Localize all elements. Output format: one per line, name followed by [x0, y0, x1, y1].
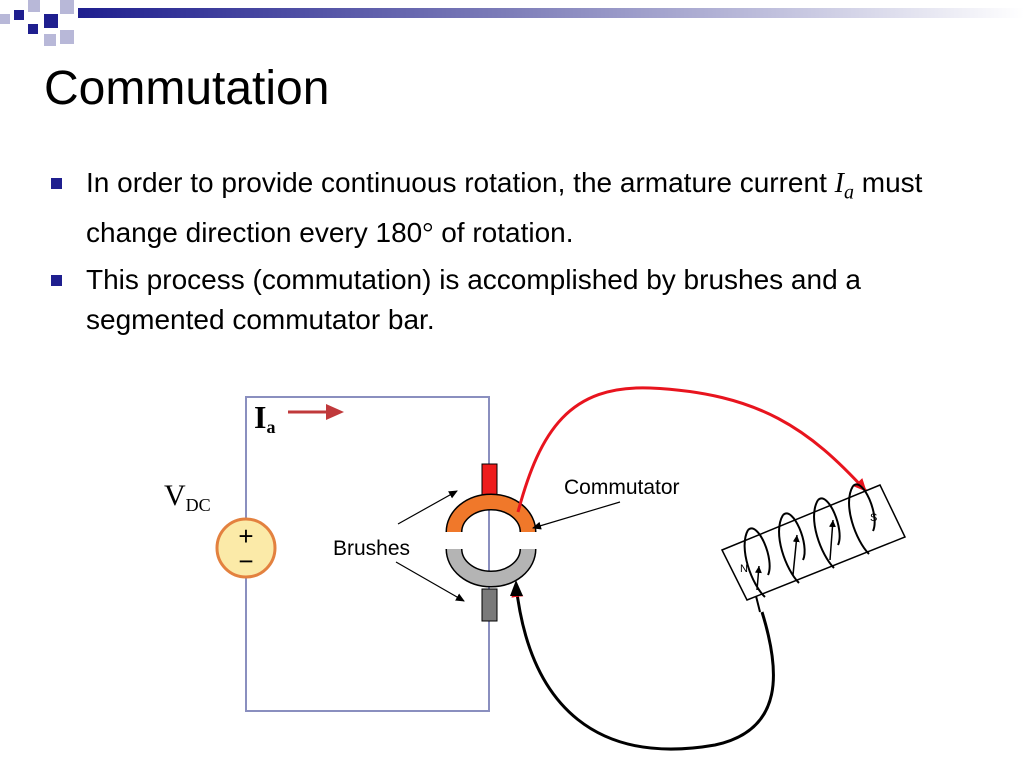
bullet-item: This process (commutation) is accomplish…	[48, 260, 978, 340]
bullet-list: In order to provide continuous rotation,…	[48, 163, 978, 346]
pole-north-label: N	[740, 563, 748, 575]
coil-current-arrow	[792, 534, 800, 576]
brush-bottom	[481, 588, 498, 622]
coil-turn	[817, 497, 841, 546]
header-decoration	[0, 0, 1024, 46]
header-square	[60, 30, 74, 44]
coil-turn	[743, 529, 766, 598]
header-square	[28, 0, 40, 12]
bullet-square-icon	[51, 274, 62, 286]
bullet-text: must change direction every 180	[86, 167, 923, 248]
bullet-item: In order to provide continuous rotation,…	[48, 163, 978, 254]
header-square	[14, 10, 24, 20]
source-plus-sign: +	[238, 521, 253, 551]
current-label: Ia	[254, 399, 275, 437]
coil-turn	[852, 483, 876, 532]
black-lead-wire	[511, 584, 775, 751]
brushes-label: Brushes	[333, 537, 410, 560]
bullet-text: This process (commutation) is accomplish…	[86, 263, 862, 335]
coil-turn	[778, 514, 800, 584]
commutator-pointer	[532, 501, 621, 530]
coil-turn	[848, 485, 870, 555]
header-square	[0, 14, 10, 24]
voltage-source-icon	[215, 517, 277, 579]
header-square	[28, 24, 38, 34]
header-square	[44, 34, 56, 46]
coil-lead-out	[755, 595, 761, 613]
degree-symbol: °	[422, 217, 434, 249]
armature-bar	[720, 484, 907, 601]
bullet-square-icon	[51, 178, 62, 189]
current-direction-arrow	[288, 404, 344, 420]
header-square	[60, 0, 74, 14]
coil-turn	[813, 499, 835, 569]
header-square	[44, 14, 58, 28]
armature-current-variable: Ia	[834, 168, 854, 204]
brush-top	[481, 463, 498, 496]
coil-current-arrow	[828, 519, 836, 561]
header-gradient-band	[78, 8, 1024, 18]
commutator-label: Commutator	[564, 476, 680, 499]
slide-title: Commutation	[44, 62, 330, 115]
voltage-source-label: VDC	[164, 479, 211, 515]
bullet-text: In order to provide continuous rotation,…	[86, 167, 835, 198]
bullet-text: of rotation.	[433, 216, 574, 248]
coil-current-arrow	[754, 565, 762, 591]
red-lead-wire	[516, 386, 868, 513]
brushes-pointer-top	[397, 490, 458, 525]
coil-turn	[782, 512, 806, 561]
armature-coil: S N	[720, 483, 907, 613]
coil-turn	[747, 527, 771, 576]
source-minus-sign: −	[238, 546, 253, 576]
brushes-pointer-bottom	[395, 561, 465, 602]
